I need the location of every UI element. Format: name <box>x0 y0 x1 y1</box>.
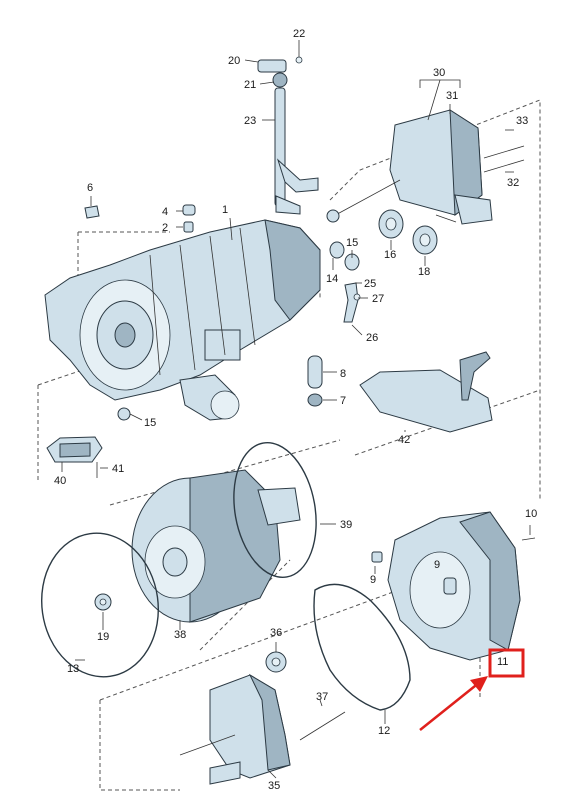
valve-body <box>179 673 346 785</box>
bell-housing <box>371 511 536 661</box>
callout-9-housing: 9 <box>434 559 440 571</box>
callout-38: 38 <box>174 629 186 641</box>
arrow-head-icon <box>470 676 488 692</box>
callout-41: 41 <box>112 463 124 475</box>
callout-4: 4 <box>162 206 168 218</box>
callout-14: 14 <box>326 273 338 285</box>
oil-strainer <box>359 351 493 433</box>
callout-26: 26 <box>366 332 378 344</box>
shaft-seals <box>94 593 287 673</box>
callout-35: 35 <box>268 780 280 792</box>
callout-11: 11 <box>497 656 508 668</box>
callout-18: 18 <box>418 266 430 278</box>
callout-13: 13 <box>67 663 79 675</box>
highlight-arrow <box>419 681 481 731</box>
callout-25: 25 <box>364 278 376 290</box>
oil-filter-element <box>46 436 103 478</box>
callout-labels: 1 2 4 6 7 8 9 9 10 11 12 13 14 15 15 16 … <box>54 28 537 792</box>
highlight-annotation <box>419 648 525 731</box>
leader-lines <box>61 59 531 779</box>
callout-36: 36 <box>270 627 282 639</box>
torque-converter <box>131 469 301 623</box>
callout-2: 2 <box>162 222 168 234</box>
callout-32: 32 <box>507 177 519 189</box>
callout-10: 10 <box>525 508 537 520</box>
callout-9-bolt: 9 <box>370 574 376 586</box>
callout-16: 16 <box>384 249 396 261</box>
callout-1: 1 <box>222 204 228 216</box>
callout-20: 20 <box>228 55 240 67</box>
callout-30: 30 <box>433 67 445 79</box>
o-rings-large <box>40 441 411 711</box>
transmission-main-housing <box>44 219 321 421</box>
selector-lever-assembly <box>257 40 319 215</box>
callout-15-housing: 15 <box>144 417 156 429</box>
callout-12: 12 <box>378 725 390 737</box>
highlight-box <box>488 648 525 678</box>
callout-40: 40 <box>54 475 66 487</box>
actuator-assembly <box>326 109 525 225</box>
callout-33: 33 <box>516 115 528 127</box>
callout-22: 22 <box>293 28 305 40</box>
callout-37: 37 <box>316 691 328 703</box>
callout-19: 19 <box>97 631 109 643</box>
callout-6: 6 <box>87 182 93 194</box>
callout-21: 21 <box>244 79 256 91</box>
callout-23: 23 <box>244 115 256 127</box>
seal-rings-small <box>329 209 438 323</box>
callout-39: 39 <box>340 519 352 531</box>
callout-7: 7 <box>340 395 346 407</box>
callout-31: 31 <box>446 90 458 102</box>
callout-42: 42 <box>398 434 410 446</box>
callout-8: 8 <box>340 368 346 380</box>
callout-15-washer: 15 <box>346 237 358 249</box>
callout-27: 27 <box>372 293 384 305</box>
